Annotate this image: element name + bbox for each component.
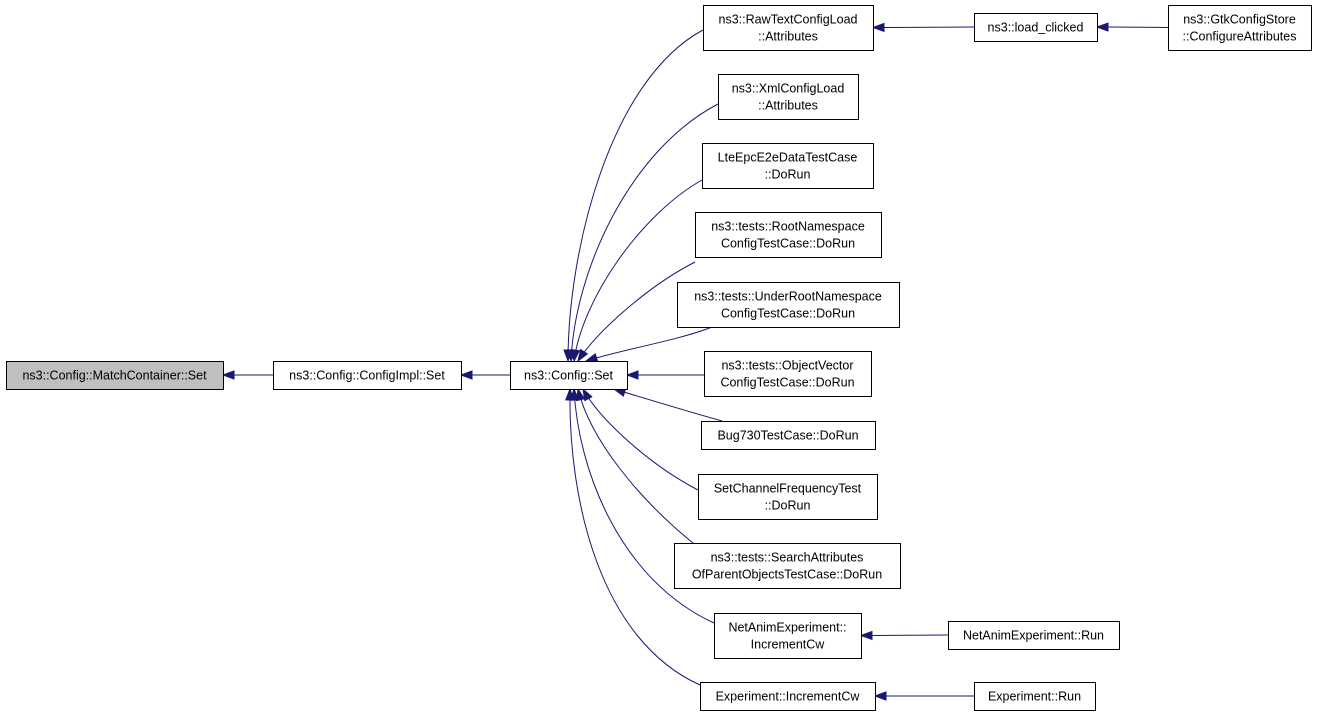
node-box-underroot_dorun[interactable] xyxy=(677,282,900,328)
arrowhead-rootns_dorun-to-config_set xyxy=(577,348,589,363)
node-setchannel_dorun[interactable]: SetChannelFrequencyTest::DoRun xyxy=(698,474,878,520)
arrowhead-underroot_dorun-to-config_set xyxy=(584,352,599,362)
node-label-rootns_dorun-line-1: ConfigTestCase::DoRun xyxy=(721,237,855,251)
node-config_set[interactable]: ns3::Config::Set xyxy=(510,361,628,390)
node-label-underroot_dorun-line-0: ns3::tests::UnderRootNamespace xyxy=(694,290,882,304)
node-experiment_incrementcw[interactable]: Experiment::IncrementCw xyxy=(700,682,876,711)
edges-layer xyxy=(221,22,1169,701)
arrowhead-experiment_incrementcw-to-config_set xyxy=(565,387,575,401)
node-label-xml_attributes-line-1: ::Attributes xyxy=(758,99,818,113)
node-label-experiment_incrementcw-line-0: Experiment::IncrementCw xyxy=(716,690,861,704)
node-searchattr_dorun[interactable]: ns3::tests::SearchAttributesOfParentObje… xyxy=(674,543,901,589)
edge-gtk_configure-to-load_clicked xyxy=(1107,26,1169,28)
node-box-rootns_dorun[interactable] xyxy=(695,212,882,258)
edge-load_clicked-to-rawtext_attributes xyxy=(883,26,975,28)
node-label-setchannel_dorun-line-0: SetChannelFrequencyTest xyxy=(714,482,862,496)
edge-experiment_incrementcw-to-config_set xyxy=(569,388,701,686)
node-bug730_dorun[interactable]: Bug730TestCase::DoRun xyxy=(701,421,876,450)
node-label-setchannel_dorun-line-1: ::DoRun xyxy=(765,499,811,513)
node-label-gtk_configure-line-0: ns3::GtkConfigStore xyxy=(1183,13,1296,27)
edge-setchannel_dorun-to-config_set xyxy=(582,388,699,491)
node-label-load_clicked-line-0: ns3::load_clicked xyxy=(988,21,1084,35)
edge-rootns_dorun-to-config_set xyxy=(577,261,696,362)
node-box-objvector_dorun[interactable] xyxy=(704,351,872,397)
node-xml_attributes[interactable]: ns3::XmlConfigLoad::Attributes xyxy=(718,74,859,120)
node-rootns_dorun[interactable]: ns3::tests::RootNamespaceConfigTestCase:… xyxy=(695,212,882,258)
edge-underroot_dorun-to-config_set xyxy=(585,326,713,362)
node-underroot_dorun[interactable]: ns3::tests::UnderRootNamespaceConfigTest… xyxy=(677,282,900,328)
node-label-underroot_dorun-line-1: ConfigTestCase::DoRun xyxy=(721,307,855,321)
edge-netanim_run-to-netanim_incrementcw xyxy=(871,634,949,636)
node-label-experiment_run-line-0: Experiment::Run xyxy=(988,690,1081,704)
node-label-xml_attributes-line-0: ns3::XmlConfigLoad xyxy=(732,82,845,96)
node-box-experiment_run[interactable] xyxy=(974,682,1096,711)
node-label-searchattr_dorun-line-1: OfParentObjectsTestCase::DoRun xyxy=(692,568,882,582)
arrowhead-configimpl_set-to-matchcontainer_set xyxy=(221,370,235,380)
node-rawtext_attributes[interactable]: ns3::RawTextConfigLoad::Attributes xyxy=(703,5,874,51)
edge-rawtext_attributes-to-config_set xyxy=(567,29,704,362)
node-label-lteepc_dorun-line-0: LteEpcE2eDataTestCase xyxy=(718,151,858,165)
node-label-objvector_dorun-line-1: ConfigTestCase::DoRun xyxy=(720,376,854,390)
node-box-searchattr_dorun[interactable] xyxy=(674,543,901,589)
node-label-config_set-line-0: ns3::Config::Set xyxy=(524,369,613,383)
arrowhead-config_set-to-configimpl_set xyxy=(459,370,473,380)
nodes-layer: ns3::Config::MatchContainer::Set ns3::Con… xyxy=(6,5,1312,711)
node-label-searchattr_dorun-line-0: ns3::tests::SearchAttributes xyxy=(711,551,864,565)
node-gtk_configure[interactable]: ns3::GtkConfigStore::ConfigureAttributes xyxy=(1168,5,1312,51)
node-box-lteepc_dorun[interactable] xyxy=(702,143,874,189)
edge-netanim_incrementcw-to-config_set xyxy=(573,388,715,624)
node-box-experiment_incrementcw[interactable] xyxy=(700,682,876,711)
node-box-rawtext_attributes[interactable] xyxy=(703,5,874,51)
node-lteepc_dorun[interactable]: LteEpcE2eDataTestCase::DoRun xyxy=(702,143,874,189)
node-box-gtk_configure[interactable] xyxy=(1168,5,1312,51)
node-load_clicked[interactable]: ns3::load_clicked xyxy=(974,13,1098,42)
arrowhead-load_clicked-to-rawtext_attributes xyxy=(871,22,885,33)
edge-searchattr_dorun-to-config_set xyxy=(577,388,694,544)
arrowhead-searchattr_dorun-to-config_set xyxy=(576,387,586,402)
node-objvector_dorun[interactable]: ns3::tests::ObjectVectorConfigTestCase::… xyxy=(704,351,872,397)
node-box-bug730_dorun[interactable] xyxy=(701,421,876,450)
node-label-netanim_run-line-0: NetAnimExperiment::Run xyxy=(963,629,1104,643)
node-matchcontainer_set[interactable]: ns3::Config::MatchContainer::Set xyxy=(6,361,224,390)
node-box-configimpl_set[interactable] xyxy=(273,361,462,390)
arrowhead-objvector_dorun-to-config_set xyxy=(625,370,639,380)
edge-bug730_dorun-to-config_set xyxy=(613,388,723,422)
node-box-matchcontainer_set[interactable] xyxy=(6,361,224,390)
node-box-load_clicked[interactable] xyxy=(974,13,1098,42)
node-label-lteepc_dorun-line-1: ::DoRun xyxy=(765,168,811,182)
arrowhead-experiment_run-to-experiment_incrementcw xyxy=(873,691,887,701)
arrowhead-gtk_configure-to-load_clicked xyxy=(1095,22,1109,32)
node-netanim_incrementcw[interactable]: NetAnimExperiment::IncrementCw xyxy=(714,613,862,659)
node-box-setchannel_dorun[interactable] xyxy=(698,474,878,520)
node-label-gtk_configure-line-1: ::ConfigureAttributes xyxy=(1183,30,1297,44)
edge-xml_attributes-to-config_set xyxy=(570,103,719,362)
node-box-netanim_run[interactable] xyxy=(948,621,1120,650)
node-box-netanim_incrementcw[interactable] xyxy=(714,613,862,659)
node-label-netanim_incrementcw-line-1: IncrementCw xyxy=(751,638,826,652)
node-experiment_run[interactable]: Experiment::Run xyxy=(974,682,1096,711)
arrowhead-netanim_run-to-netanim_incrementcw xyxy=(859,630,873,641)
edge-lteepc_dorun-to-config_set xyxy=(573,179,703,362)
arrowhead-lteepc_dorun-to-config_set xyxy=(570,348,581,363)
node-label-configimpl_set-line-0: ns3::Config::ConfigImpl::Set xyxy=(289,369,445,383)
node-label-objvector_dorun-line-0: ns3::tests::ObjectVector xyxy=(721,359,853,373)
node-box-config_set[interactable] xyxy=(510,361,628,390)
node-netanim_run[interactable]: NetAnimExperiment::Run xyxy=(948,621,1120,650)
node-box-xml_attributes[interactable] xyxy=(718,74,859,120)
node-label-matchcontainer_set-line-0: ns3::Config::MatchContainer::Set xyxy=(22,369,207,383)
arrowhead-setchannel_dorun-to-config_set xyxy=(582,387,593,402)
node-label-rootns_dorun-line-0: ns3::tests::RootNamespace xyxy=(711,220,865,234)
node-label-rawtext_attributes-line-1: ::Attributes xyxy=(758,30,818,44)
node-label-bug730_dorun-line-0: Bug730TestCase::DoRun xyxy=(717,429,858,443)
node-configimpl_set[interactable]: ns3::Config::ConfigImpl::Set xyxy=(273,361,462,390)
node-label-rawtext_attributes-line-0: ns3::RawTextConfigLoad xyxy=(719,13,858,27)
node-label-netanim_incrementcw-line-0: NetAnimExperiment:: xyxy=(728,621,846,635)
